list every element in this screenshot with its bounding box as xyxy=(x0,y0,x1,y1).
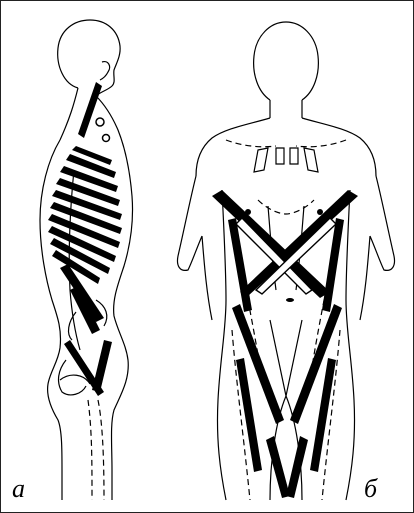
front-torso-right xyxy=(346,190,355,500)
front-chest-outline xyxy=(254,148,318,172)
front-node-center xyxy=(286,298,294,302)
side-ear xyxy=(100,62,110,80)
front-node-left xyxy=(245,209,251,215)
front-leg-band-right-inner xyxy=(286,436,308,498)
front-left-arm xyxy=(177,176,212,320)
front-right-arm xyxy=(360,176,395,320)
side-shoulder-node-1 xyxy=(96,118,104,126)
side-thigh-dashed xyxy=(88,400,104,500)
front-node-right xyxy=(317,209,323,215)
side-head-outline xyxy=(58,20,120,96)
front-shoulders xyxy=(196,118,376,176)
panel-label-b: б xyxy=(364,476,377,502)
front-torso-left xyxy=(217,190,226,500)
front-head-outline xyxy=(254,22,319,100)
side-shoulder-node-2 xyxy=(103,135,110,142)
side-view-bands xyxy=(48,82,122,396)
front-abdomen xyxy=(268,206,304,396)
side-neck-back xyxy=(60,88,78,140)
front-neck xyxy=(270,100,302,118)
side-neck-band xyxy=(78,82,102,138)
panel-label-a: a xyxy=(12,476,25,502)
front-view-bands xyxy=(212,190,358,498)
